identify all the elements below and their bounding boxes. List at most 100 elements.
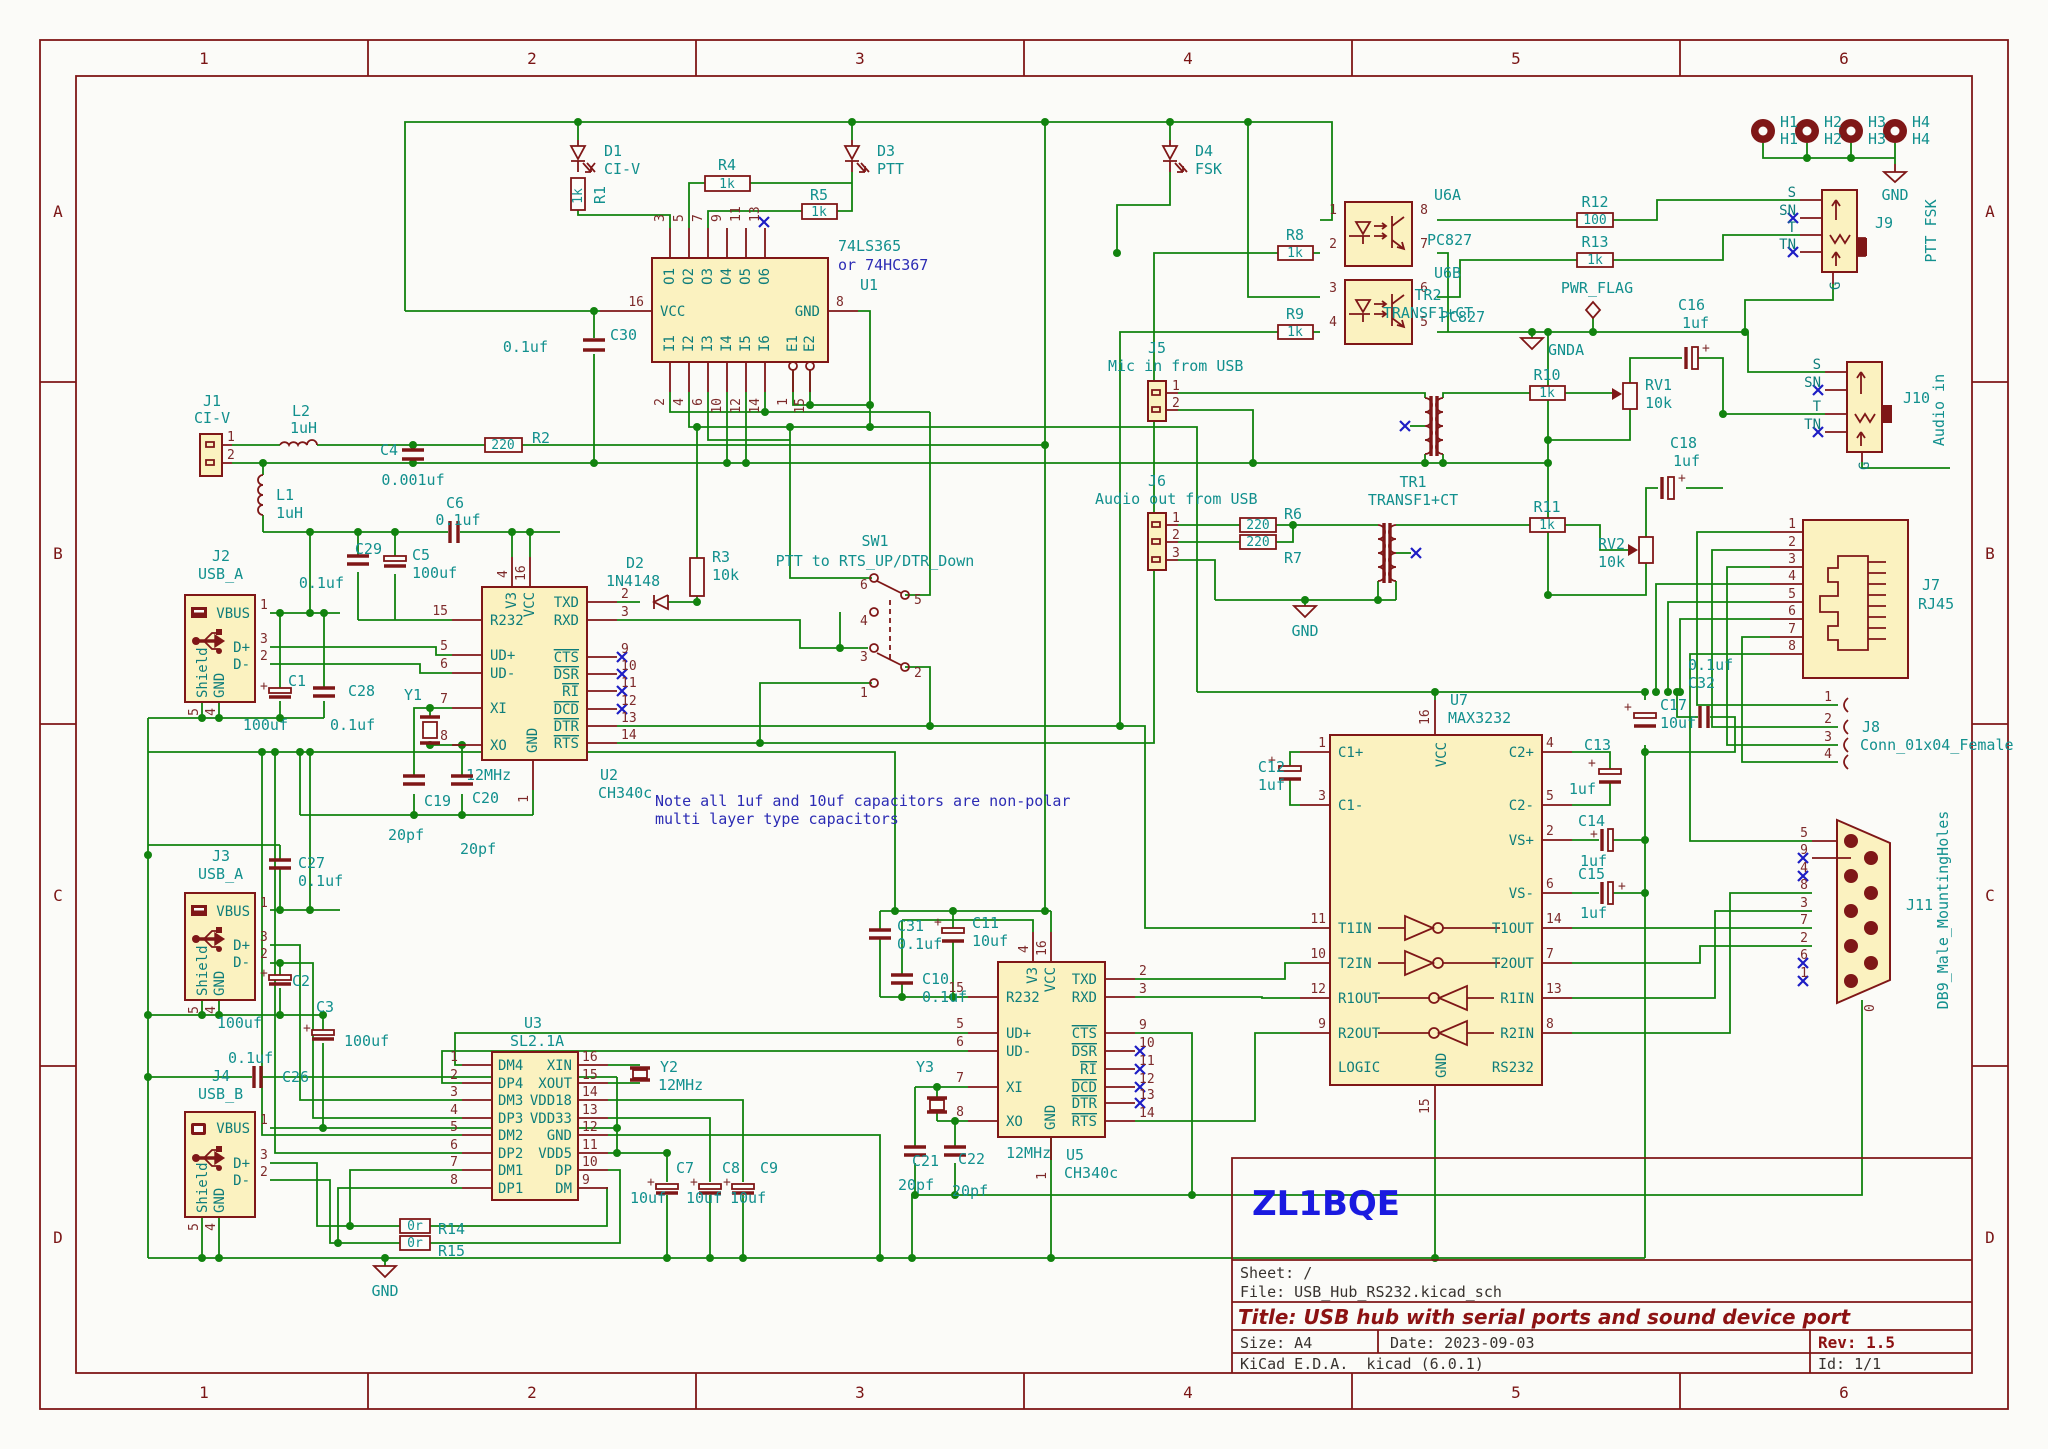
- j8-ref: J8: [1862, 718, 1880, 736]
- polarity: +: [1624, 700, 1632, 715]
- r9: 1k R9: [1277, 305, 1314, 340]
- u3-ref: U3: [524, 1014, 542, 1032]
- u2-ch340: 15 5 6 7 8 R232 UD+ UD- XI XO 4 16 V3 VC…: [432, 557, 652, 803]
- r14-ref: R14: [438, 1220, 465, 1238]
- tr1-ref: TR1: [1399, 473, 1426, 491]
- polarity: +: [690, 1175, 698, 1190]
- d2-value: 1N4148: [606, 572, 660, 590]
- u1-ref: U1: [860, 276, 878, 294]
- r8: 1k R8: [1277, 226, 1314, 261]
- j5-ref: J5: [1148, 339, 1166, 357]
- polarity: +: [723, 1175, 731, 1190]
- pin-name: R1IN: [1500, 991, 1534, 1007]
- pin-name: DM4: [498, 1058, 523, 1074]
- pin-name: G: [1857, 462, 1873, 470]
- c31-value: 0.1uf: [897, 935, 942, 953]
- j9-ref: J9: [1875, 214, 1893, 232]
- pin-number: 1: [260, 598, 268, 613]
- r9-ref: R9: [1286, 305, 1304, 323]
- pin-number: 15: [948, 981, 964, 996]
- pin-name: I4: [719, 335, 735, 352]
- pin-number: 2: [1800, 931, 1808, 946]
- polarity: +: [1702, 341, 1710, 356]
- pin-number: 5: [450, 1120, 458, 1135]
- c20-value: 20pf: [460, 840, 496, 858]
- pin-number: 7: [1800, 913, 1808, 928]
- polarity: +: [1618, 879, 1626, 894]
- pin-number: 5: [187, 1223, 202, 1231]
- pin-name: VCC: [660, 304, 685, 320]
- r11-value: 1k: [1539, 518, 1555, 533]
- polarity: +: [647, 1175, 655, 1190]
- pin-name: R232: [1006, 990, 1040, 1006]
- c18-value: 1uf: [1673, 452, 1700, 470]
- pin-name: RTS: [1072, 1114, 1097, 1130]
- j4-usb-b: VBUS D+ D- Shield GND 1 3 2 5 4 J4 USB_B: [184, 1067, 268, 1231]
- pin-number: 3: [1172, 546, 1180, 561]
- pin-number: 4: [1546, 736, 1554, 751]
- pin-number: 5: [187, 708, 202, 716]
- pin-number: 16: [582, 1050, 598, 1065]
- u3-value: SL2.1A: [510, 1032, 564, 1050]
- frame-col: 6: [1839, 1383, 1849, 1402]
- polarity: +: [1588, 756, 1596, 771]
- pin-name: DM: [555, 1181, 572, 1197]
- pin-number: 2: [1546, 824, 1554, 839]
- c9-value: 10uf: [730, 1189, 766, 1207]
- pin-number: 1: [1824, 690, 1832, 705]
- pin-number: 4: [1017, 945, 1032, 953]
- pin-number: 6: [1788, 604, 1796, 619]
- j2-usb-a: VBUS D+ D- Shield GND 1 3 2 5 4 J2 USB_A: [184, 547, 268, 716]
- u1-value: 74LS365: [838, 237, 901, 255]
- h4-ref: H4: [1912, 113, 1930, 131]
- titleblock-date: Date: 2023-09-03: [1390, 1334, 1535, 1352]
- schematic-note: Note all 1uf and 10uf capacitors are non…: [655, 792, 1070, 828]
- c21-ref: C21: [912, 1152, 939, 1170]
- c18-ref: C18: [1670, 434, 1697, 452]
- j4-value: USB_B: [198, 1085, 243, 1103]
- cap-value: 0.1uf: [299, 574, 344, 592]
- c12-ref: C12: [1258, 758, 1285, 776]
- r12: 100 R12: [1576, 193, 1614, 228]
- j5-connector: 1 2 J5 Mic in from USB: [1108, 339, 1243, 422]
- cap-cluster-u2: 0.1uf C29 C5 100uf C6 0.1uf: [299, 494, 481, 592]
- pin-number: 1: [1172, 511, 1180, 526]
- pin-number: 4: [860, 614, 868, 629]
- pin-number: 2: [621, 587, 629, 602]
- j3-value: USB_A: [198, 865, 243, 883]
- pin-number: 5: [956, 1017, 964, 1032]
- polarity: +: [1590, 827, 1598, 842]
- pin-number: 3: [1824, 730, 1832, 745]
- pin-name: O5: [738, 268, 754, 285]
- titleblock-file: File: USB_Hub_RS232.kicad_sch: [1240, 1283, 1502, 1301]
- l2-ref: L2: [292, 402, 310, 420]
- pin-name: T1IN: [1338, 921, 1372, 937]
- pin-name: UD+: [490, 648, 515, 664]
- r3: R3 10k: [689, 548, 739, 597]
- tr2-transformer: TR2 TRANSF1+CT: [1383, 286, 1473, 456]
- j7-ref: J7: [1922, 576, 1940, 594]
- r7-ref: R7: [1284, 549, 1302, 567]
- pin-number: 9: [621, 642, 629, 657]
- c6-ref: C6: [446, 494, 464, 512]
- pin-number: 2: [450, 1068, 458, 1083]
- pin-name: XO: [490, 738, 507, 754]
- pin-number: 4: [204, 1006, 219, 1014]
- pin-name: I6: [757, 335, 773, 352]
- pin-name: VCC: [1434, 742, 1450, 767]
- j4-ref: J4: [212, 1067, 230, 1085]
- frame-col: 4: [1183, 1383, 1193, 1402]
- titleblock-id: Id: 1/1: [1818, 1355, 1881, 1373]
- l2-inductor: L2 1uH: [279, 402, 318, 448]
- u7-rs232-label: RS232: [1492, 1060, 1534, 1076]
- y1-ref: Y1: [404, 686, 422, 704]
- r5-value: 1k: [811, 205, 827, 220]
- pin-number: 7: [1420, 237, 1428, 252]
- pin-number: 1: [227, 430, 235, 445]
- pin-number: 11: [621, 676, 637, 691]
- pin-number: 4: [1329, 315, 1337, 330]
- pin-number: 8: [1546, 1017, 1554, 1032]
- j10-value: Audio in: [1930, 374, 1948, 446]
- pin-number: 9: [582, 1173, 590, 1188]
